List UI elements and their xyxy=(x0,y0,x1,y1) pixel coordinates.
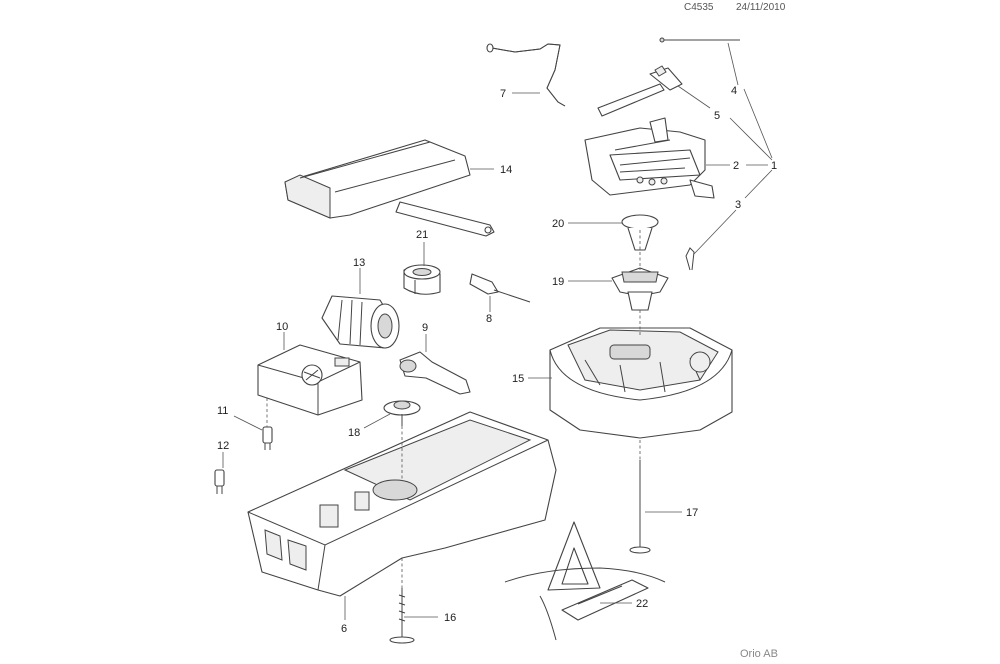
part-20-cap xyxy=(621,214,659,251)
company-name: Orio AB xyxy=(740,648,778,660)
callout-1: 1 xyxy=(771,160,777,172)
part-13-compressor xyxy=(321,295,400,349)
callout-6: 6 xyxy=(341,623,347,635)
part-4-rod xyxy=(659,37,740,43)
part-12-connector xyxy=(214,469,225,494)
part-7-crank-handle xyxy=(486,43,566,107)
part-19-holder xyxy=(611,267,669,311)
part-5-jack-screw xyxy=(597,65,683,117)
drawing-code: C4535 xyxy=(684,2,714,13)
callout-12: 12 xyxy=(217,440,229,452)
callout-17: 17 xyxy=(686,507,698,519)
part-9-adapter xyxy=(399,351,471,395)
callout-10: 10 xyxy=(276,321,288,333)
callout-4: 4 xyxy=(731,85,737,97)
callout-22: 22 xyxy=(636,598,648,610)
vehicle-floor-outline xyxy=(504,567,666,641)
callout-8: 8 xyxy=(486,313,492,325)
part-2-scissor-jack xyxy=(584,117,715,199)
callout-21: 21 xyxy=(416,229,428,241)
part-11-connector xyxy=(262,426,273,450)
callout-11: 11 xyxy=(217,405,228,417)
part-22-warning-triangle xyxy=(547,521,649,621)
part-3-clip xyxy=(685,247,695,271)
part-17-long-bolt xyxy=(629,460,651,554)
part-18-holder xyxy=(383,400,421,426)
callout-15: 15 xyxy=(512,373,524,385)
part-8-screwdriver xyxy=(469,273,531,303)
drawing-date: 24/11/2010 xyxy=(736,2,786,13)
part-21-socket xyxy=(403,264,441,295)
callout-16: 16 xyxy=(444,612,456,624)
assembly-dashes xyxy=(266,230,641,588)
callout-9: 9 xyxy=(422,322,428,334)
callout-14: 14 xyxy=(500,164,512,176)
callout-labels: 1 2 3 4 5 6 7 8 9 10 11 12 13 14 15 16 1… xyxy=(217,85,777,635)
callout-3: 3 xyxy=(735,199,741,211)
callout-13: 13 xyxy=(353,257,365,269)
part-15-foam-insert xyxy=(549,327,733,439)
callout-7: 7 xyxy=(500,88,506,100)
part-16-screw xyxy=(389,588,415,644)
leader-lines xyxy=(222,42,773,620)
part-10-compressor-box xyxy=(257,344,363,416)
part-14-tray xyxy=(284,139,495,237)
part-6-storage-box xyxy=(247,411,557,597)
callout-19: 19 xyxy=(552,276,564,288)
callout-20: 20 xyxy=(552,218,564,230)
callout-2: 2 xyxy=(733,160,739,172)
callout-18: 18 xyxy=(348,427,360,439)
callout-5: 5 xyxy=(714,110,720,122)
